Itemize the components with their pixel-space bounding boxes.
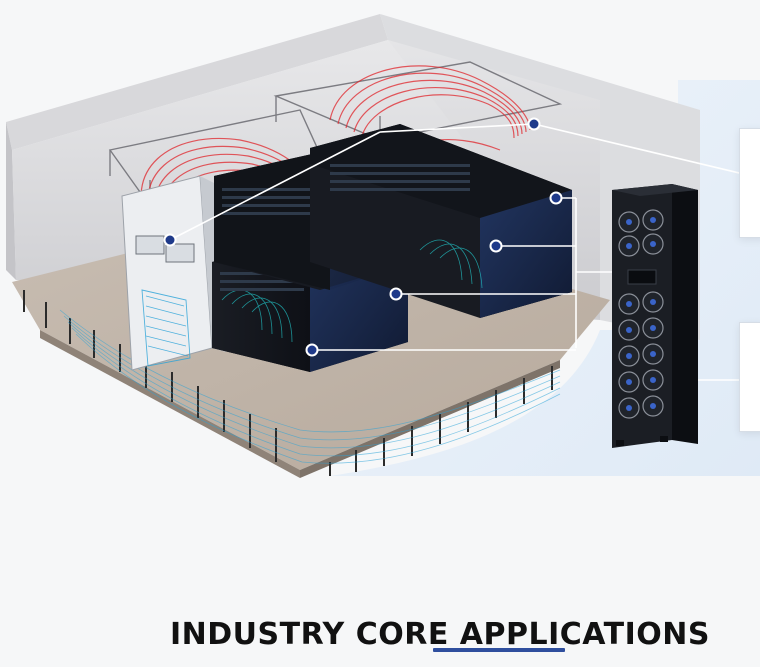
- handler-fan-1: [135, 235, 165, 255]
- handler-cool-flow: [141, 289, 191, 367]
- handler-fan-2: [165, 243, 195, 263]
- callout-lines: [169, 123, 760, 381]
- rack-row-middle-units: [222, 188, 322, 215]
- cabinet-display: [627, 269, 657, 285]
- callout-dot-6: [305, 343, 319, 357]
- detail-card-top[interactable]: [739, 128, 760, 238]
- back-wall-left-top: [6, 14, 388, 150]
- rack-row-right-glass: [480, 190, 572, 318]
- data-center-scene: [6, 14, 760, 478]
- section-title: INDUSTRY CORE APPLICATIONS: [169, 616, 710, 652]
- callout-dot-4: [489, 239, 503, 253]
- rack-row-middle-face: [214, 150, 330, 290]
- underfloor-cool-airflow: [59, 309, 561, 464]
- rack-row-right-flow: [419, 239, 483, 289]
- rack-row-right-units: [330, 164, 470, 191]
- wall-edge: [6, 122, 16, 280]
- rack-row-front-flow: [221, 289, 293, 343]
- floor-edge-left: [40, 330, 300, 478]
- callout-dot-2: [527, 117, 541, 131]
- floor-edge-right: [300, 360, 560, 478]
- data-center-illustration: [6, 14, 760, 478]
- detail-card-bottom[interactable]: [739, 322, 760, 432]
- callout-dot-3: [549, 191, 563, 205]
- callout-dot-5: [389, 287, 403, 301]
- callout-dot-1: [163, 233, 177, 247]
- title-underline: [433, 648, 565, 652]
- cabinet-fans: [618, 209, 664, 419]
- callout-dots: [163, 117, 563, 357]
